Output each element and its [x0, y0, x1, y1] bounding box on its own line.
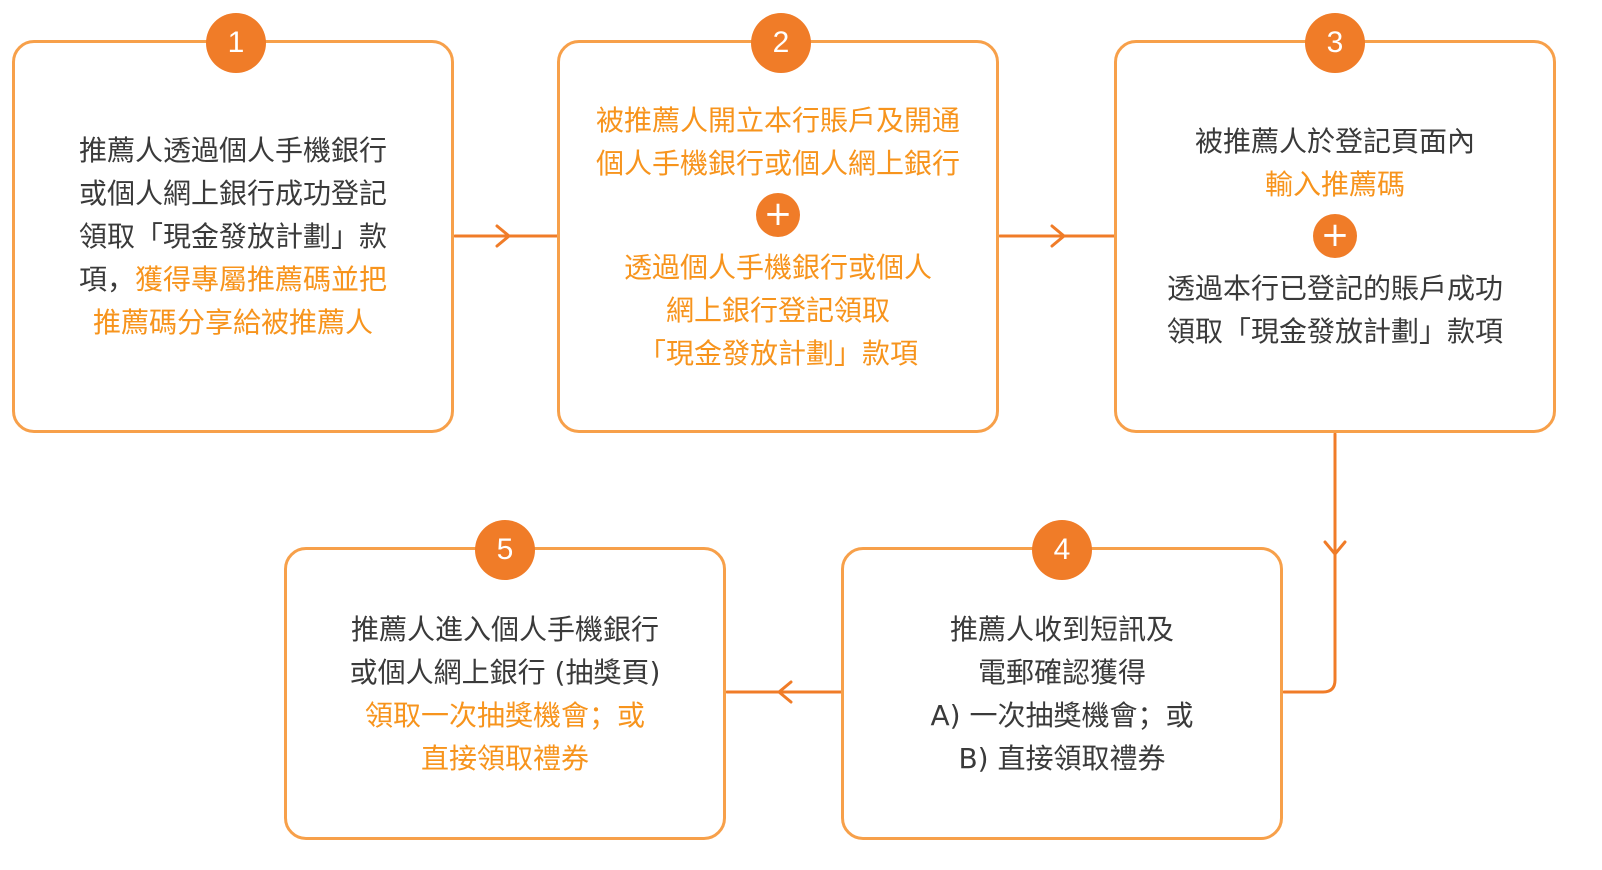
step-text: 透過本行已登記的賬戶成功: [1166, 272, 1503, 305]
step-card-5: 5 推薦人進入個人手機銀行 或個人網上銀行 (抽獎頁) 領取一次抽獎機會；或 直…: [284, 520, 726, 840]
arrow-head-1-2: [495, 224, 511, 248]
step-card-4: 4 推薦人收到短訊及 電郵確認獲得 A) 一次抽獎機會；或 B) 直接領取禮券: [841, 520, 1283, 840]
step-line: 「現金發放計劃」款項: [638, 332, 918, 375]
step-card-2: 2 被推薦人開立本行賬戶及開通 個人手機銀行或個人網上銀行 + 透過個人手機銀行…: [557, 13, 999, 433]
step-text: 被推薦人於登記頁面內: [1194, 125, 1475, 158]
step-line: 領取「現金發放計劃」款: [79, 215, 387, 258]
step-line: 網上銀行登記領取: [666, 289, 890, 332]
step-number-badge-5: 5: [475, 520, 535, 580]
arrow-head-4-5: [777, 680, 793, 704]
plus-icon: +: [756, 192, 800, 237]
step-line: 推薦人透過個人手機銀行: [79, 129, 387, 172]
step-text: 推薦人收到短訊及: [949, 612, 1174, 646]
step-content-1: 推薦人透過個人手機銀行 或個人網上銀行成功登記 領取「現金發放計劃」款 項，獲得…: [15, 43, 451, 430]
step-highlight-text: 領取一次抽獎機會；或: [364, 698, 645, 732]
step-card-3: 3 被推薦人於登記頁面內 輸入推薦碼 + 透過本行已登記的賬戶成功 領取「現金發…: [1114, 13, 1556, 433]
step-number-badge-1: 1: [206, 13, 266, 73]
step-line: 或個人網上銀行 (抽獎頁): [350, 651, 661, 694]
step-line: 或個人網上銀行成功登記: [79, 172, 387, 215]
step-text: 領取「現金發放計劃」款項: [1166, 315, 1503, 348]
step-content-5: 推薦人進入個人手機銀行 或個人網上銀行 (抽獎頁) 領取一次抽獎機會；或 直接領…: [287, 550, 723, 837]
step-highlight-text: 「現金發放計劃」款項: [637, 336, 918, 370]
step-text: 領取「現金發放計劃」款: [78, 220, 387, 253]
step-card-1: 1 推薦人透過個人手機銀行 或個人網上銀行成功登記 領取「現金發放計劃」款 項，…: [12, 13, 454, 433]
step-line: 被推薦人開立本行賬戶及開通: [596, 99, 960, 142]
arrow-head-3-4: [1323, 540, 1347, 556]
step-highlight-text: 被推薦人開立本行賬戶及開通: [595, 103, 960, 137]
step-line: B) 直接領取禮券: [958, 737, 1165, 780]
step-text: 項，: [78, 263, 135, 296]
step-line: 領取「現金發放計劃」款項: [1167, 310, 1503, 353]
step-highlight-text: 直接領取禮券: [420, 741, 589, 775]
step-line: 項，獲得專屬推薦碼並把: [79, 258, 387, 301]
step-text: 電郵確認獲得: [977, 655, 1146, 689]
step-line: 輸入推薦碼: [1265, 163, 1405, 206]
step-line: 推薦人進入個人手機銀行: [351, 608, 659, 651]
step-line: 推薦人收到短訊及: [950, 608, 1174, 651]
step-text: 或個人網上銀行成功登記: [78, 177, 387, 210]
step-highlight-text: 推薦碼分享給被推薦人: [92, 306, 373, 339]
step-highlight-text: 輸入推薦碼: [1264, 168, 1405, 201]
step-highlight-text: 個人手機銀行或個人網上銀行: [595, 146, 960, 180]
step-line: 領取一次抽獎機會；或: [365, 694, 645, 737]
step-content-4: 推薦人收到短訊及 電郵確認獲得 A) 一次抽獎機會；或 B) 直接領取禮券: [844, 550, 1280, 837]
step-content-3: 被推薦人於登記頁面內 輸入推薦碼 + 透過本行已登記的賬戶成功 領取「現金發放計…: [1117, 43, 1553, 430]
step-line: 電郵確認獲得: [978, 651, 1146, 694]
arrow-head-2-3: [1050, 224, 1066, 248]
step-line: 推薦碼分享給被推薦人: [93, 301, 373, 344]
plus-icon: +: [1313, 214, 1357, 258]
step-highlight-text: 網上銀行登記領取: [665, 293, 890, 327]
connector-3-4: [1282, 432, 1337, 694]
step-line: 直接領取禮券: [421, 737, 589, 780]
step-line: 透過個人手機銀行或個人: [624, 246, 932, 289]
step-text: 或個人網上銀行 (抽獎頁): [349, 655, 661, 689]
step-number-badge-3: 3: [1305, 13, 1365, 73]
step-line: 透過本行已登記的賬戶成功: [1167, 267, 1503, 310]
step-line: 個人手機銀行或個人網上銀行: [596, 142, 960, 185]
step-highlight-text: 透過個人手機銀行或個人: [623, 250, 932, 284]
step-text: 推薦人進入個人手機銀行: [350, 612, 659, 646]
step-content-2: 被推薦人開立本行賬戶及開通 個人手機銀行或個人網上銀行 + 透過個人手機銀行或個…: [560, 43, 996, 430]
step-highlight-text: 獲得專屬推薦碼並把: [135, 263, 388, 296]
step-line: A) 一次抽獎機會；或: [931, 694, 1194, 737]
step-line: 被推薦人於登記頁面內: [1195, 120, 1475, 163]
step-text: B) 直接領取禮券: [958, 741, 1166, 775]
step-number-badge-2: 2: [751, 13, 811, 73]
step-number-badge-4: 4: [1032, 520, 1092, 580]
step-text: 推薦人透過個人手機銀行: [78, 134, 387, 167]
step-text: A) 一次抽獎機會；或: [930, 698, 1194, 732]
